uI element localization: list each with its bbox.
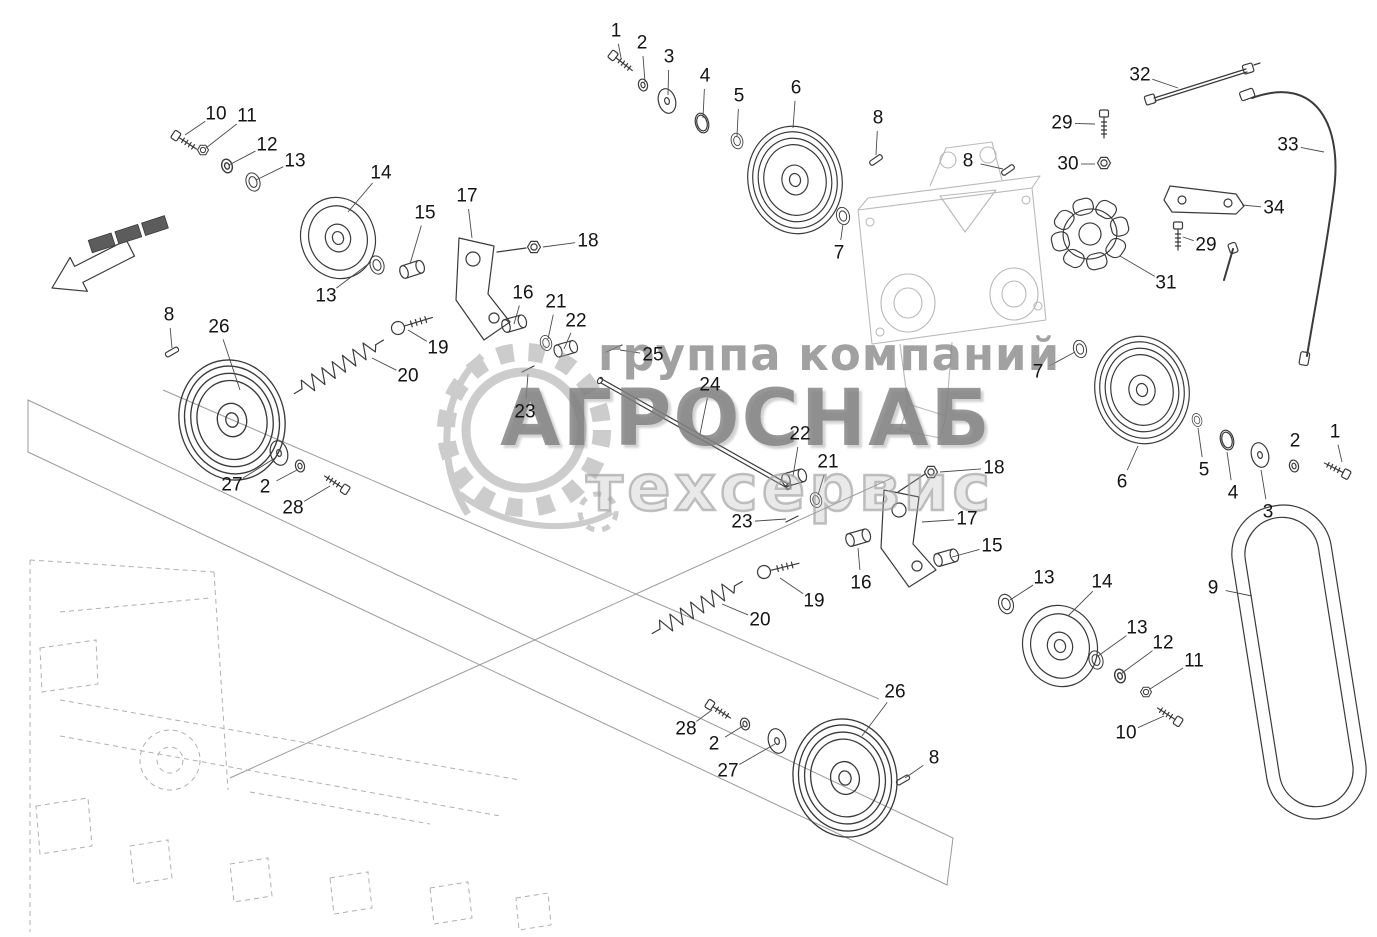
idler-right-assembly <box>995 591 1185 728</box>
hose-33 <box>1223 87 1337 367</box>
coupling-hardware <box>1050 62 1337 367</box>
spring-20-right <box>647 573 747 642</box>
washer-2-bottom <box>738 716 752 732</box>
washer-12-right <box>1112 667 1128 685</box>
bushing-16-right <box>843 527 873 548</box>
leader-lines <box>169 43 1343 779</box>
ring-7-top <box>834 205 852 227</box>
key-8-left <box>164 345 180 359</box>
washer-2-top <box>636 77 650 93</box>
pulley-6-top <box>737 116 853 244</box>
washer-3-right <box>1247 440 1273 470</box>
screw-29-b <box>1172 221 1184 251</box>
screw-10-right <box>1154 703 1185 728</box>
bearing-13-left-b <box>367 253 387 277</box>
rod-32 <box>1143 62 1261 106</box>
nut-18-right <box>923 465 939 479</box>
pulley-26-bottom <box>781 708 909 848</box>
machine-frame-dashed <box>29 559 552 932</box>
pin-25 <box>605 344 623 353</box>
idler-pulley-14-right <box>1011 594 1109 698</box>
screw-28-left <box>321 471 352 496</box>
mount-panel <box>27 389 954 886</box>
key-8-top <box>868 153 884 167</box>
tension-lever-left-assembly <box>289 237 580 402</box>
spacer-5-right <box>1190 412 1204 428</box>
v-belt-9 <box>1231 504 1367 820</box>
bearing-13-left-a <box>243 170 263 194</box>
bushing-15-right <box>931 547 961 568</box>
direction-arrow <box>51 215 169 292</box>
pulley-26-bottom-assembly <box>703 698 911 848</box>
key-8-gearbox <box>1000 163 1016 177</box>
washer-3-top <box>654 86 680 116</box>
bushing-15-left <box>397 258 427 281</box>
pulley-6-right <box>1084 326 1200 454</box>
bushing-22-left <box>552 338 580 359</box>
pulley-right-assembly <box>1071 326 1352 481</box>
eyebolt-19-right <box>755 556 802 581</box>
screw-10-left <box>169 129 200 154</box>
nut-30 <box>1096 156 1112 170</box>
washer-12-left <box>219 157 235 175</box>
idler-left-assembly <box>169 129 427 290</box>
bearing-13-right-a <box>995 591 1017 617</box>
screw-1-top <box>606 49 636 75</box>
screw-1-right <box>1321 458 1352 481</box>
ring-4-right <box>1217 428 1237 452</box>
nut-11-left <box>196 144 210 156</box>
gearbox <box>857 141 1047 439</box>
coupling-spider-31 <box>1050 197 1130 271</box>
rod-24 <box>599 377 790 490</box>
washer-2-right <box>1287 458 1301 474</box>
lever-17-left <box>455 237 511 341</box>
washer-21-left <box>538 333 554 353</box>
spring-20-left <box>289 332 389 402</box>
tension-lever-right-assembly <box>647 465 961 642</box>
pin-23-left <box>521 365 535 373</box>
ring-7-right <box>1071 338 1089 360</box>
idler-pulley-14-left <box>289 186 387 290</box>
hatch-marks <box>87 215 169 254</box>
washer-21-right <box>808 490 824 510</box>
rod-24-25 <box>596 344 792 491</box>
pin-23-right <box>785 515 799 523</box>
ring-4-top <box>692 111 712 135</box>
nut-18-left <box>526 240 542 254</box>
screw-28-bottom <box>703 698 734 723</box>
screw-29-a <box>1098 109 1110 139</box>
lever-17-right <box>880 489 937 588</box>
bracket-34 <box>1163 185 1245 215</box>
